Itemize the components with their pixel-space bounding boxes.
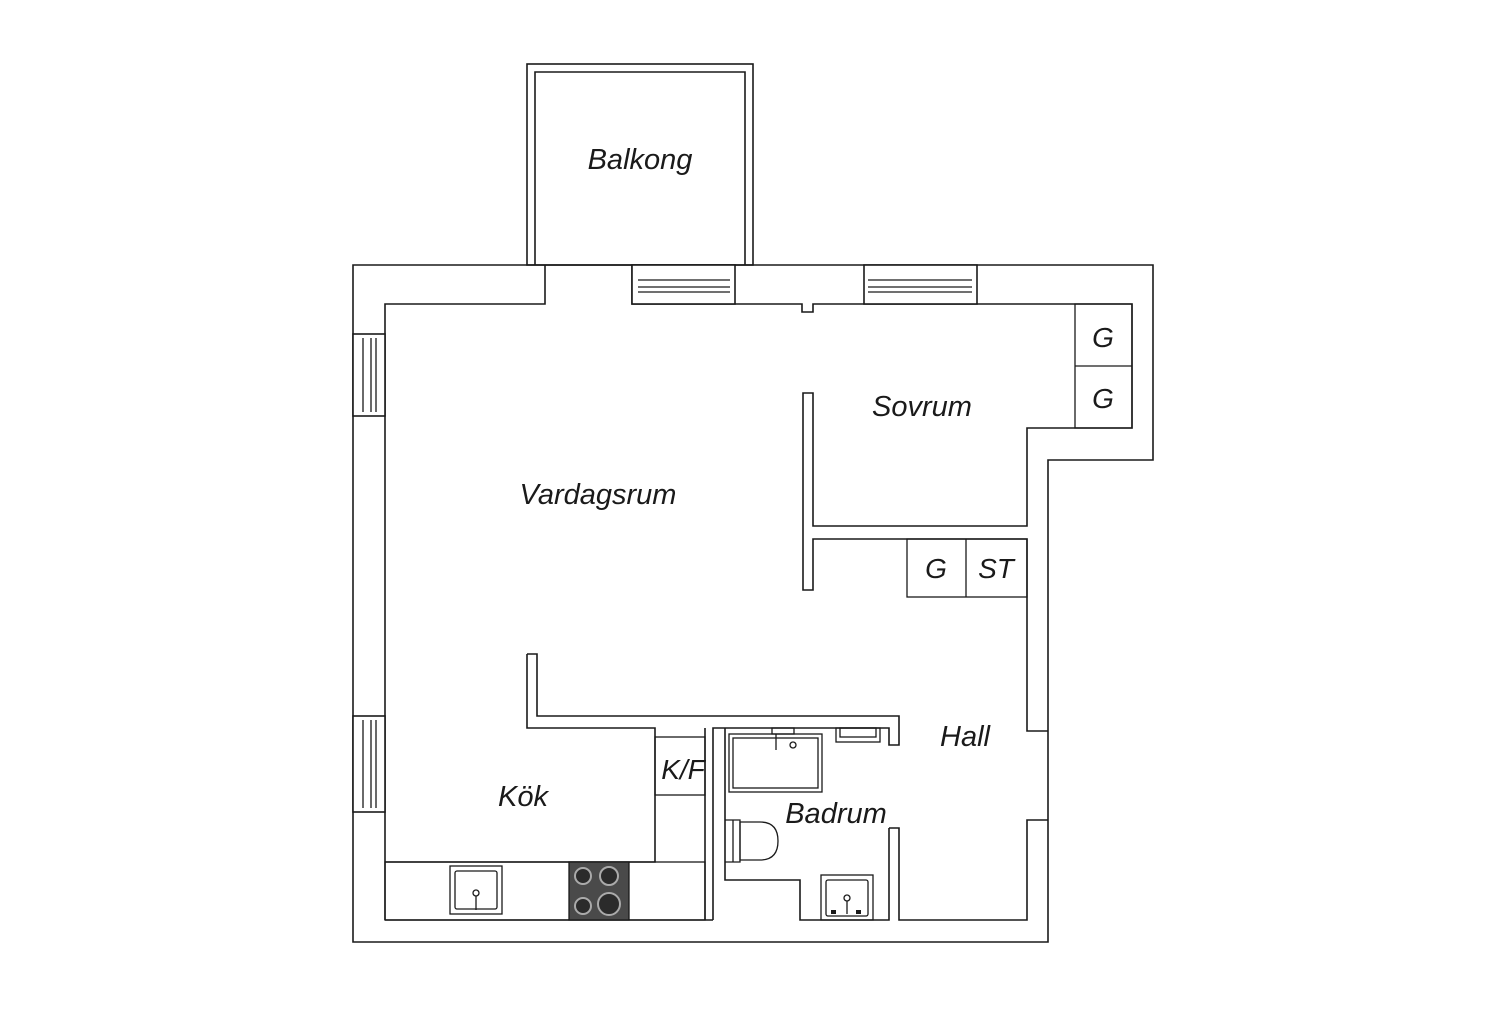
wardrobe-label-bedroom-1: G [1092, 322, 1114, 353]
inner-wall-right-lower [889, 819, 1048, 921]
room-label-living-room: Vardagsrum [520, 479, 677, 511]
bedroom-wardrobes [1074, 303, 1133, 429]
window-top-right [863, 264, 978, 305]
fridge-freezer [654, 736, 706, 796]
kitchen-wall-inner [385, 654, 656, 863]
window-left-lower [352, 715, 386, 813]
bathroom-sink [820, 874, 874, 921]
room-label-bedroom: Sovrum [872, 391, 972, 423]
toilet [725, 819, 779, 863]
room-label-kitchen: Kök [498, 781, 549, 813]
window-top-left [631, 264, 736, 305]
bathroom-wall [724, 728, 890, 921]
kitchen-counter [384, 861, 706, 921]
bathtub [728, 727, 823, 793]
stove [568, 861, 630, 921]
window-left-upper [352, 333, 386, 417]
balcony-inner [534, 71, 746, 265]
kitchen-sink [449, 865, 503, 915]
inner-wall-top-right [631, 265, 1133, 732]
room-label-balcony: Balkong [588, 144, 693, 176]
inner-wall-top-left [384, 265, 546, 920]
room-label-hall: Hall [940, 721, 992, 753]
washing-machine-shelf [835, 727, 881, 743]
wardrobe-label-bedroom-2: G [1092, 383, 1114, 414]
room-label-bathroom: Badrum [785, 798, 887, 830]
hall-wardrobes [906, 538, 1028, 598]
fridge-freezer-label: K/F [661, 754, 706, 785]
wardrobe-label-hall: G [925, 553, 947, 584]
storage-label-hall: ST [978, 553, 1016, 584]
outer-wall-exterior [352, 264, 1154, 943]
